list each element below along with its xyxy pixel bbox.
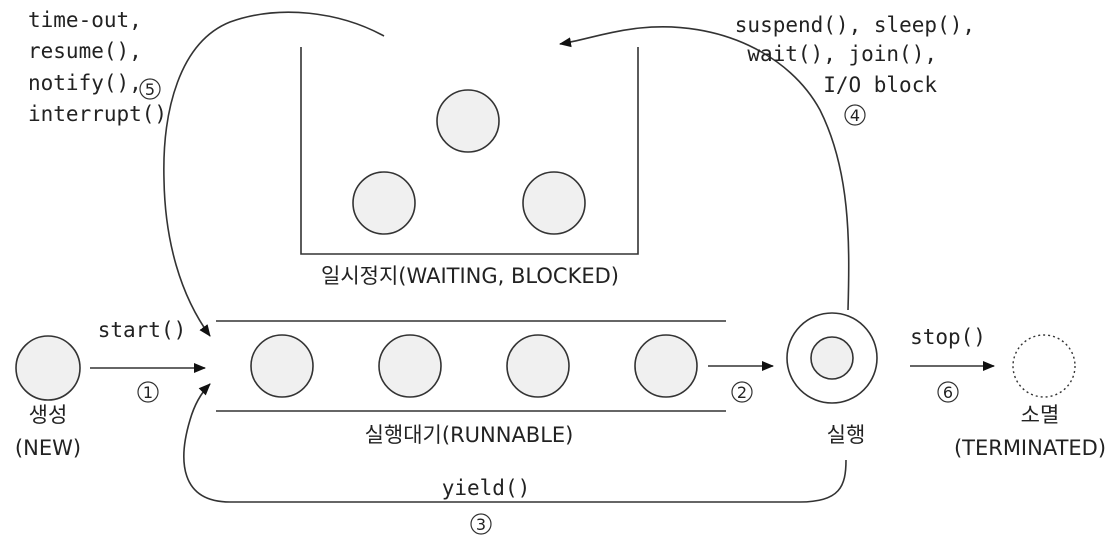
step-4-number: 4	[850, 106, 860, 125]
running-state-label: 실행	[827, 423, 866, 447]
block-reason-line-3: I/O block	[823, 73, 937, 97]
yield-arrow	[183, 383, 847, 503]
runnable-thread-1	[250, 334, 314, 398]
new-thread-circle	[15, 335, 81, 401]
step-2-number: 2	[737, 383, 747, 402]
resume-reason-line-1: time-out,	[28, 8, 142, 32]
runnable-state-label: 실행대기(RUNNABLE)	[365, 423, 574, 447]
state-running: 실행	[786, 312, 878, 447]
state-runnable: 실행대기(RUNNABLE)	[216, 320, 726, 447]
state-terminated: 소멸 (TERMINATED)	[954, 334, 1106, 460]
yield-label: yield()	[442, 476, 531, 500]
start-label: start()	[98, 318, 187, 342]
waiting-state-label: 일시정지(WAITING, BLOCKED)	[321, 264, 619, 288]
terminated-thread-circle	[1012, 334, 1076, 398]
runnable-thread-4	[634, 334, 698, 398]
running-outer-ring	[786, 312, 878, 404]
resume-reason-line-3: notify(),	[28, 71, 142, 95]
transition-stop: stop() 6	[910, 325, 995, 403]
step-4-marker	[844, 104, 866, 126]
waiting-thread-3	[522, 171, 586, 235]
step-5-number: 5	[145, 80, 155, 99]
waiting-thread-1	[436, 89, 500, 153]
step-5-marker	[139, 78, 161, 100]
terminated-state-label: 소멸	[1021, 403, 1060, 427]
transition-yield: yield() 3	[183, 383, 847, 535]
resume-reason-line-2: resume(),	[28, 39, 142, 63]
waiting-container	[300, 47, 639, 255]
runnable-thread-3	[506, 334, 570, 398]
transition-block: suspend(), sleep(), wait(), join(), I/O …	[559, 13, 975, 311]
step-1-number: 1	[143, 383, 153, 402]
running-thread-circle	[810, 336, 854, 380]
block-reason-line-2: wait(), join(),	[747, 42, 937, 66]
new-state-label: 생성	[29, 403, 68, 427]
block-arrow	[559, 26, 850, 311]
step-6-number: 6	[943, 383, 953, 402]
step-3-number: 3	[476, 515, 486, 534]
block-reason-line-1: suspend(), sleep(),	[735, 13, 975, 37]
runnable-thread-2	[378, 334, 442, 398]
waiting-thread-2	[352, 171, 416, 235]
resume-arrow	[163, 11, 385, 337]
transition-dispatch: 2	[708, 361, 774, 403]
transition-start: start() 1	[90, 318, 206, 403]
state-new: 생성 (NEW)	[15, 335, 81, 460]
state-waiting: 일시정지(WAITING, BLOCKED)	[300, 47, 639, 288]
terminated-state-sublabel: (TERMINATED)	[954, 436, 1106, 460]
stop-label: stop()	[910, 325, 986, 349]
step-1-marker	[137, 381, 159, 403]
step-2-marker	[731, 381, 753, 403]
new-state-sublabel: (NEW)	[15, 436, 81, 460]
resume-reason-line-4: interrupt()	[28, 102, 167, 126]
step-6-marker	[937, 381, 959, 403]
transition-resume: time-out, resume(), notify(), interrupt(…	[28, 8, 385, 337]
step-3-marker	[470, 513, 492, 535]
